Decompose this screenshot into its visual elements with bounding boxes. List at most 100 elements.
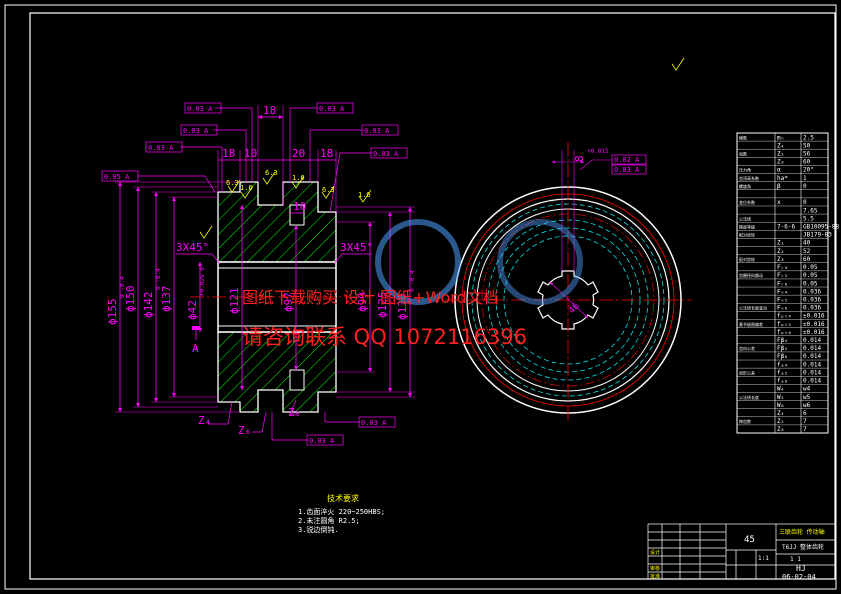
table-cell: Fᵣ₄ <box>777 264 788 271</box>
dim-155: ϕ155 <box>106 299 119 326</box>
table-cell: fₚₜ₅ <box>777 321 791 328</box>
tol-frame-5: 0.03 A <box>148 144 174 152</box>
table-cell: 0.014 <box>803 361 821 368</box>
watermark-logo-ring-2 <box>497 219 583 305</box>
table-cell: 0.014 <box>803 369 821 376</box>
tb-ratio: 1:1 <box>758 555 769 562</box>
table-cell: Fβ₄ <box>777 337 788 344</box>
tol-frame-1: 0.03 A <box>187 105 213 113</box>
table-cell: JB179-83 <box>803 232 832 239</box>
tol-8: +0.015 <box>587 148 609 155</box>
table-cell: 公法线长度 <box>739 394 759 400</box>
table-cell: ±0.016 <box>803 313 825 320</box>
table-cell: Z₄ <box>777 410 784 417</box>
table-cell: 7.65 <box>803 207 818 214</box>
tb-code: T6JJ 整体齿轮 <box>782 543 824 551</box>
table-cell: fₐ₅ <box>777 369 788 376</box>
roughness-symbols: 6.3 6.3 1.6 1.6 6.3 1.6 <box>199 57 685 239</box>
dim-row2-10: 10 <box>244 147 257 160</box>
table-cell: 40 <box>803 240 811 247</box>
dim-row2-18b: 18 <box>320 147 333 160</box>
tol-frame-9: 0.02 A <box>614 156 640 164</box>
table-cell: Z₆ <box>777 159 784 166</box>
title-block-texts: 45 三联齿轮 传动轴 T6JJ 整体齿轮 1:1 1 1 HJ 06-02-0… <box>650 528 825 581</box>
table-cell: 齿形公差 <box>739 369 755 375</box>
tech-requirements: 技术要求 1.齿面淬火 220~250HBS; 2.未注圆角 R2.5; 3.锐… <box>298 493 385 534</box>
table-cell: 齿圈径向跳动 <box>739 272 763 278</box>
tol-155: 0 -0.4 <box>119 276 126 298</box>
tol-frame-11: 0.03 A <box>361 419 387 427</box>
table-cell: 20° <box>803 167 814 174</box>
table-cell: 公法线 <box>739 215 751 221</box>
dim-137: ϕ137 <box>160 286 173 313</box>
section-dimension-texts: 18 18 10 20 18 10 3X45° 3X45° ϕ155 0 -0.… <box>106 104 416 437</box>
tech-req-line1: 1.齿面淬火 220~250HBS; <box>298 507 385 516</box>
roughness-6: 1.6 <box>358 191 371 199</box>
table-cell: 7-6-6 <box>777 223 795 230</box>
table-cell: fₐ₆ <box>777 378 788 385</box>
table-cell: 0.05 <box>803 264 818 271</box>
tb-name: 三联齿轮 传动轴 <box>779 528 825 536</box>
table-cell: 配对齿轮 <box>739 232 755 238</box>
dim-chamfer-left: 3X45° <box>176 241 209 254</box>
table-cell: α <box>777 167 781 174</box>
watermark-line2: 请咨询联系 QQ 1072116396 <box>242 325 527 349</box>
datum-triangle <box>192 326 200 330</box>
table-cell: 螺旋角 <box>739 183 751 189</box>
table-cell: 0.036 <box>803 288 821 295</box>
z6-label: Z₆ <box>238 424 251 437</box>
table-cell: W₄ <box>777 386 784 393</box>
dim-42: ϕ42 <box>186 300 199 320</box>
table-cell: 0 <box>803 199 807 206</box>
dim-row2-18: 18 <box>222 147 235 160</box>
dim-99: ϕ99 <box>356 292 369 312</box>
table-cell: mₙ <box>777 134 784 141</box>
table-cell: 0.014 <box>803 353 821 360</box>
table-cell: 5.5 <box>803 215 814 222</box>
tol-42: +0.025 0 <box>199 267 206 296</box>
outer-frame <box>4 4 837 590</box>
table-cell: x <box>777 199 781 206</box>
table-cell: W₅ <box>777 394 784 401</box>
table-cell: 52 <box>803 248 811 255</box>
keyway-leader <box>579 159 612 171</box>
end-view-texts: 8 +0.015 46 <box>567 148 609 316</box>
dim-small-10: 10 <box>293 200 306 213</box>
tb-date: 06-02-04 <box>782 573 816 581</box>
tol-frame-6: 0.03 A <box>373 150 399 158</box>
table-cell: fₚₜ₄ <box>777 313 791 320</box>
tb-org: HJ <box>796 564 806 573</box>
dim-8: 8 <box>573 155 586 162</box>
title-block <box>647 523 836 580</box>
table-cell: Fᵥ₆ <box>777 305 788 312</box>
spline-bore <box>537 270 599 330</box>
z6-leader <box>252 411 267 433</box>
table-cell: 0.014 <box>803 337 821 344</box>
inner-frame <box>29 12 836 580</box>
tb-approve: 批准 <box>650 573 660 580</box>
datum-label: A <box>192 342 199 355</box>
table-cell: 基节极限偏差 <box>739 321 763 327</box>
dim-150: ϕ150 <box>124 286 137 313</box>
tolerance-frames: 0.03 A 0.03 A 0.03 A 0.03 A 0.03 A 0.03 … <box>101 102 647 446</box>
gear-section-upper <box>217 181 337 263</box>
table-cell: 0.036 <box>803 305 821 312</box>
tb-design: 设计 <box>650 549 660 556</box>
z5-leader <box>289 399 298 415</box>
dimline-46 <box>549 281 589 319</box>
end-view <box>445 142 692 420</box>
tol-frame-10: 0.03 A <box>309 437 335 445</box>
tol-frame-4: 0.03 A <box>364 127 390 135</box>
table-cell: Fβ₆ <box>777 353 788 360</box>
z4-label: Z₄ <box>198 414 211 427</box>
table-cell: Fᵥ₄ <box>777 288 788 295</box>
table-cell: β <box>777 183 781 190</box>
table-cell: 2.5 <box>803 134 814 141</box>
table-cell: Fᵣ₆ <box>777 280 788 287</box>
table-cell: 60 <box>803 256 811 263</box>
tol-frame-3: 0.03 A <box>183 127 209 135</box>
table-cell: 压力角 <box>739 167 751 173</box>
roughness-1: 6.3 <box>226 179 239 187</box>
roughness-4: 1.6 <box>240 184 253 192</box>
